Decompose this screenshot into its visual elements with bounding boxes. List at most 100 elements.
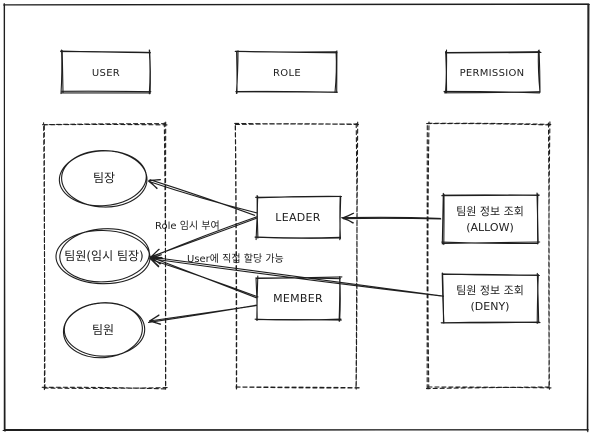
edge-stroke	[42, 123, 167, 126]
connector-stroke	[342, 217, 442, 220]
arrowhead-stroke	[150, 258, 160, 268]
edge-label-direct-assign: User에 직접 할당 가능	[187, 253, 284, 265]
arrowhead-stroke	[150, 257, 161, 265]
edge-stroke	[441, 241, 539, 245]
user-header: USER	[60, 49, 152, 95]
edge-stroke	[427, 122, 552, 125]
user-node-label: 팀원	[92, 323, 114, 337]
edge-stroke	[426, 386, 552, 389]
edge-stroke	[425, 386, 550, 390]
user-node-ellipse	[55, 228, 151, 285]
edge-stroke	[255, 319, 342, 321]
permission-node-box	[440, 272, 541, 325]
connector-stroke	[150, 256, 444, 297]
role-header-box	[234, 50, 338, 94]
user-header-label: USER	[92, 68, 120, 79]
ellipse-stroke	[62, 302, 143, 359]
role-header: ROLE	[234, 50, 338, 94]
arrowhead-stroke	[342, 213, 354, 219]
edge-stroke	[442, 272, 445, 323]
connector-permission-user-arrow	[149, 254, 444, 297]
role-node-member: MEMBER	[254, 275, 343, 322]
user-node-team-lead: 팀장	[58, 150, 148, 208]
edge-stroke	[235, 90, 338, 93]
edge-stroke	[339, 196, 342, 241]
connector-stroke	[149, 179, 256, 216]
connector-role-user-arrow	[147, 304, 258, 325]
edge-stroke	[60, 49, 63, 95]
permission-name: 팀원 정보 조회	[456, 284, 524, 297]
edge-stroke	[255, 195, 343, 198]
ellipse-stroke	[61, 150, 148, 208]
edge-stroke	[43, 387, 168, 389]
user-header-box	[60, 49, 152, 95]
edge-stroke	[442, 241, 541, 244]
role-node-label: LEADER	[275, 211, 321, 224]
permission-column-container	[425, 121, 552, 390]
connector-stroke	[152, 216, 258, 258]
edge-stroke	[536, 274, 539, 325]
user-node-member: 팀원	[62, 302, 146, 359]
user-node-temp-lead: 팀원(임시 팀장)	[55, 228, 151, 285]
edge-stroke	[443, 91, 541, 94]
edge-stroke	[338, 275, 341, 322]
role-node-leader: LEADER	[254, 194, 343, 241]
user-node-ellipse	[58, 150, 148, 208]
permission-node-allow: 팀원 정보 조회 (ALLOW)	[441, 192, 541, 246]
edge-stroke	[234, 123, 360, 126]
connector-role-user-arrow	[148, 179, 258, 216]
edge-stroke	[235, 50, 239, 94]
arrowhead-stroke	[342, 217, 354, 224]
edge-stroke	[61, 49, 64, 93]
edge-stroke	[163, 122, 167, 389]
edge-stroke	[60, 50, 152, 54]
permission-header-label: PERMISSION	[460, 68, 525, 79]
connector-permission-role-arrow	[341, 212, 442, 224]
user-node-label: 팀원(임시 팀장)	[64, 249, 143, 263]
connector-stroke	[149, 257, 444, 297]
permission-node-box	[441, 192, 541, 246]
edge-stroke	[444, 49, 448, 94]
edge-stroke	[256, 276, 343, 279]
edge-stroke	[548, 121, 551, 390]
ellipse-stroke	[55, 229, 151, 285]
edge-stroke	[235, 386, 360, 389]
connector-stroke	[151, 256, 257, 299]
edge-stroke	[4, 3, 590, 6]
edge-stroke	[426, 122, 552, 126]
role-column-container	[233, 121, 360, 390]
user-column-container	[41, 121, 168, 391]
role-node-box	[254, 275, 343, 322]
connector-layer	[147, 179, 444, 325]
permission-name: 팀원 정보 조회	[456, 205, 524, 218]
permission-header: PERMISSION	[443, 49, 542, 94]
edge-stroke	[440, 321, 540, 324]
permission-node-deny: 팀원 정보 조회 (DENY)	[440, 272, 541, 325]
edge-stroke	[43, 123, 46, 390]
edge-stroke	[441, 192, 444, 245]
edge-stroke	[442, 194, 540, 196]
edge-stroke	[149, 49, 151, 95]
edge-stroke	[538, 49, 541, 93]
edge-stroke	[234, 50, 338, 54]
edge-stroke	[234, 122, 237, 390]
edge-stroke	[254, 236, 342, 239]
outer-frame	[2, 2, 590, 433]
arrowhead-stroke	[148, 179, 161, 182]
edge-label-role-temp-grant: Role 임시 부여	[155, 219, 220, 232]
edge-stroke	[41, 386, 166, 390]
user-node-label: 팀장	[93, 171, 115, 185]
arrowhead-stroke	[148, 180, 158, 189]
edge-stroke	[256, 275, 259, 321]
permission-header-box	[443, 49, 542, 94]
arrowhead-stroke	[149, 320, 161, 325]
edge-stroke	[427, 121, 430, 390]
connector-stroke	[341, 216, 441, 219]
connector-stroke	[149, 181, 258, 214]
edge-stroke	[334, 51, 337, 93]
role-node-label: MEMBER	[273, 292, 323, 305]
permission-effect: (DENY)	[471, 300, 510, 313]
role-header-label: ROLE	[273, 68, 301, 79]
edge-stroke	[442, 273, 539, 276]
